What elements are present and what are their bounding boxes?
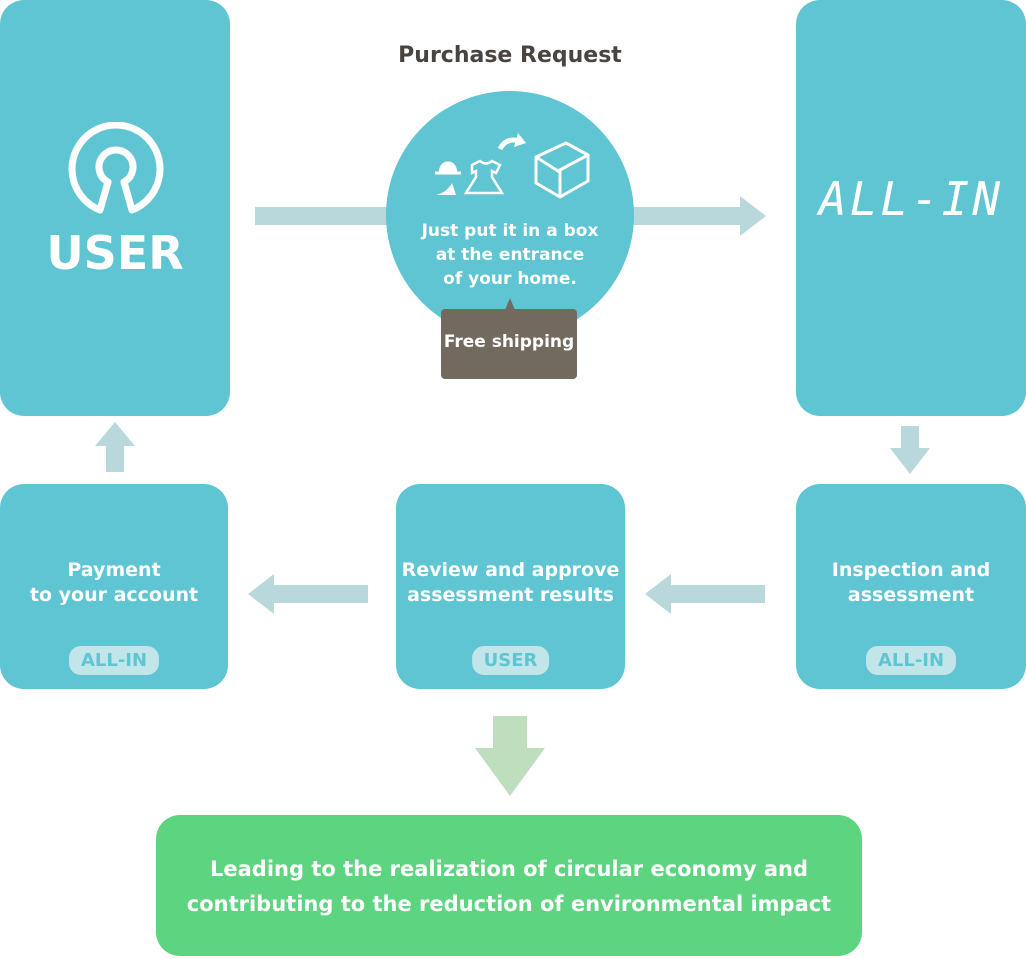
tag-pointer bbox=[505, 298, 515, 310]
purchase-title: Purchase Request bbox=[398, 43, 622, 68]
step-title: Review and approve assessment results bbox=[396, 558, 625, 608]
step-title: Payment to your account bbox=[0, 558, 228, 608]
step-payment: Payment to your account ALL-IN bbox=[0, 484, 228, 689]
step-title-line: Review and approve bbox=[401, 559, 620, 581]
step-review: Review and approve assessment results USE… bbox=[396, 484, 625, 689]
purchase-line: of your home. bbox=[443, 269, 577, 289]
step-title: Inspection and assessment bbox=[796, 558, 1026, 608]
step-inspection: Inspection and assessment ALL-IN bbox=[796, 484, 1026, 689]
step-title-line: Payment bbox=[67, 559, 161, 581]
arrow-right-icon bbox=[740, 196, 766, 236]
arrow-shaft-down bbox=[901, 426, 919, 450]
arrow-shaft bbox=[669, 585, 765, 603]
free-shipping-tag: Free shipping bbox=[441, 309, 577, 379]
result-box: Leading to the realization of circular e… bbox=[156, 815, 862, 956]
arrow-left-icon bbox=[645, 574, 671, 614]
clothes-box-icon bbox=[435, 133, 590, 199]
result-line: contributing to the reduction of environ… bbox=[186, 892, 832, 916]
actor-badge: USER bbox=[471, 646, 550, 675]
step-title-line: assessment results bbox=[407, 584, 614, 606]
arrow-shaft bbox=[272, 585, 368, 603]
user-label: USER bbox=[46, 226, 184, 280]
arrow-left-icon bbox=[248, 574, 274, 614]
arrow-shaft-right bbox=[625, 207, 743, 225]
purchase-circle: Just put it in a box at the entrance of … bbox=[386, 91, 634, 339]
arrow-shaft-up bbox=[106, 446, 124, 472]
allin-box: ALL-IN bbox=[796, 0, 1026, 416]
green-arrow-shaft bbox=[493, 716, 527, 750]
step-title-line: to your account bbox=[29, 584, 199, 606]
user-box: USER bbox=[0, 0, 230, 416]
purchase-text: Just put it in a box at the entrance of … bbox=[386, 219, 634, 291]
actor-badge: ALL-IN bbox=[865, 646, 957, 675]
actor-badge: ALL-IN bbox=[68, 646, 160, 675]
step-title-line: Inspection and bbox=[831, 559, 991, 581]
result-line: Leading to the realization of circular e… bbox=[210, 857, 808, 881]
arrow-shaft-left bbox=[255, 207, 395, 225]
purchase-line: Just put it in a box bbox=[421, 221, 599, 241]
arrow-up-icon bbox=[95, 422, 135, 446]
step-title-line: assessment bbox=[847, 584, 975, 606]
purchase-line: at the entrance bbox=[435, 245, 585, 265]
green-arrow-down-icon bbox=[475, 748, 545, 796]
open-source-keyhole-icon bbox=[68, 122, 164, 214]
arrow-down-icon bbox=[890, 448, 930, 474]
allin-logo: ALL-IN bbox=[818, 172, 1004, 226]
